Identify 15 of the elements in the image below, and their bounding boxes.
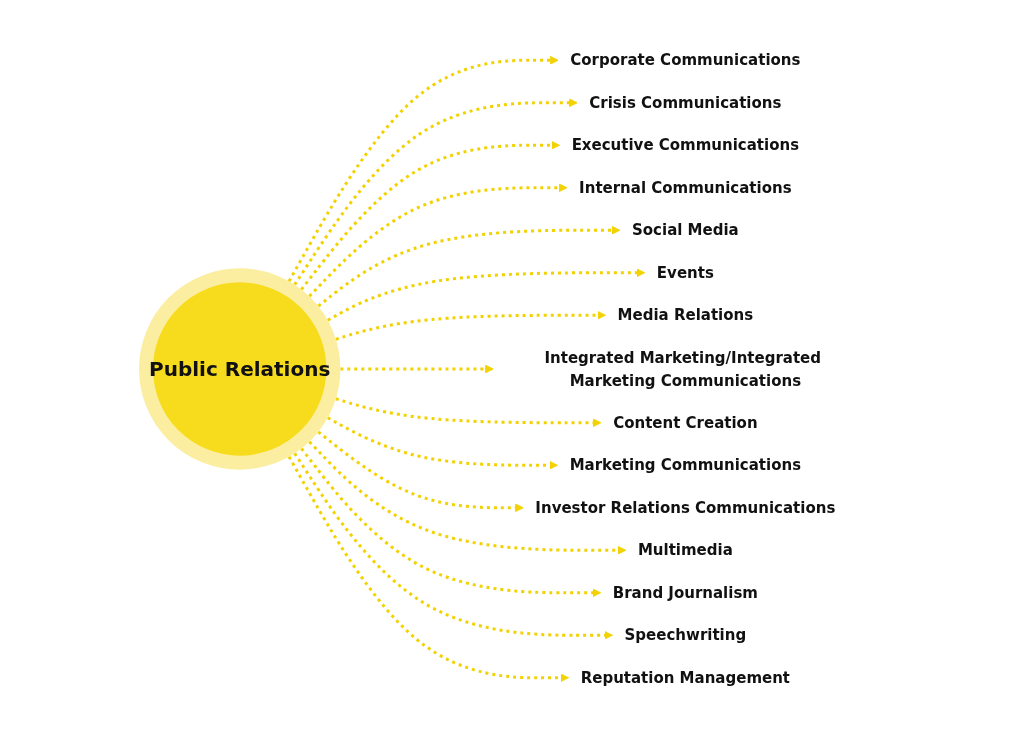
node-text: Integrated Marketing/Integrated Marketing Communications	[544, 348, 822, 389]
node-text: Corporate Communications	[570, 50, 801, 69]
node-text: Media Relations	[617, 305, 754, 324]
node-text: Brand Journalism	[613, 583, 759, 601]
node-text: Marketing Communications	[569, 455, 802, 474]
node-text: Executive Communications	[571, 135, 800, 154]
node-text: Multimedia	[638, 540, 734, 559]
node-text: Content Creation	[613, 413, 758, 431]
node-text: Investor Relations Communications	[535, 498, 836, 516]
node-text: Crisis Communications	[589, 93, 782, 111]
node-text: Social Media	[632, 220, 740, 239]
node-text: Speechwriting	[624, 625, 747, 644]
node-text: Events	[657, 263, 715, 281]
node-text: Internal Communications	[579, 178, 792, 196]
node-text: Reputation Management	[580, 668, 791, 686]
